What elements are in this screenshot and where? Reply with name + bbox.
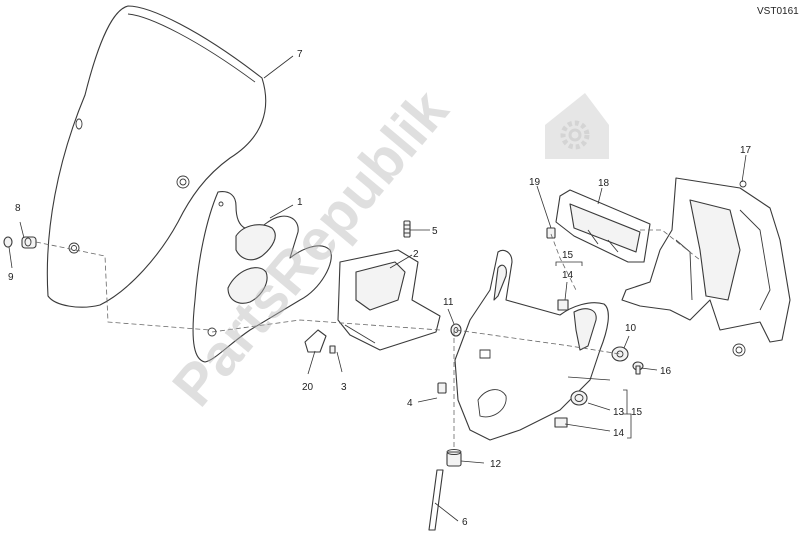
callout-10: 10	[625, 323, 637, 334]
bolt-4	[437, 382, 447, 394]
inner-cover	[192, 191, 332, 363]
callout-5: 5	[432, 226, 438, 237]
callout-15-upper: 15	[562, 250, 574, 261]
callout-3: 3	[341, 382, 347, 393]
callout-4: 4	[407, 398, 413, 409]
grommet	[570, 390, 588, 406]
callout-18: 18	[598, 178, 610, 189]
callout-7: 7	[297, 49, 303, 60]
callout-11: 11	[443, 297, 454, 308]
callout-14-upper: 14	[562, 270, 574, 281]
callout-9: 9	[8, 272, 14, 283]
assembly-lines	[35, 229, 701, 448]
callout-14-lower: 14	[613, 428, 625, 439]
callout-8: 8	[15, 203, 21, 214]
callout-12: 12	[490, 459, 502, 470]
screw-washer-left	[3, 236, 37, 249]
callout-6: 6	[462, 517, 468, 528]
callout-16: 16	[660, 366, 672, 377]
spacer-12	[446, 449, 462, 467]
callout-15-lower: 15	[631, 407, 643, 418]
speed-nut-upper	[557, 299, 569, 311]
callout-19: 19	[529, 177, 541, 188]
callout-20: 20	[302, 382, 314, 393]
callout-1: 1	[297, 197, 303, 208]
callout-17: 17	[740, 145, 752, 156]
screw-19	[546, 227, 556, 239]
callout-labels: 1 2 3 4 5 6 7 8 9 10 11 12 13 14 15 16 1…	[8, 49, 752, 528]
screw-16	[632, 361, 644, 375]
callout-2: 2	[413, 249, 419, 260]
drawing-reference: VST01613	[757, 6, 799, 17]
mounting-bracket	[337, 249, 441, 351]
instrument-panel	[555, 189, 651, 263]
spring-screw	[403, 220, 411, 238]
fairing-support-frame	[454, 249, 609, 441]
rod-6	[428, 469, 444, 531]
headlight-subframe	[621, 177, 791, 357]
clip-and-screw	[304, 329, 336, 354]
leader-lines	[8, 55, 747, 522]
callout-13: 13	[613, 407, 625, 418]
windscreen	[46, 5, 267, 308]
gear-icon	[545, 93, 609, 159]
washer-10	[611, 346, 629, 362]
